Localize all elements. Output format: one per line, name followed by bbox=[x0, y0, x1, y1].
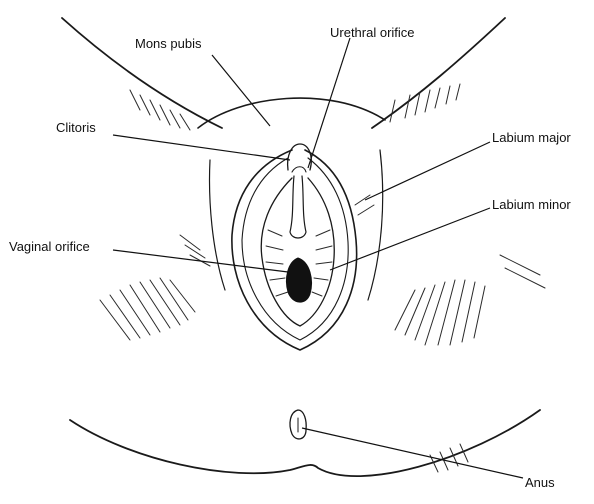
urethral-orifice-label: Urethral orifice bbox=[330, 26, 415, 39]
leader-lines bbox=[113, 38, 523, 478]
vaginal-orifice-shape bbox=[286, 258, 311, 302]
vaginal-orifice-label: Vaginal orifice bbox=[9, 240, 90, 253]
body-outline bbox=[62, 18, 540, 476]
thigh-hatching-left bbox=[100, 90, 210, 340]
anus-shape bbox=[290, 410, 306, 439]
labia-minora bbox=[261, 178, 334, 326]
labium-major-label: Labium major bbox=[492, 131, 571, 144]
mons-pubis-label: Mons pubis bbox=[135, 37, 201, 50]
clitoris-label: Clitoris bbox=[56, 121, 96, 134]
anus-label: Anus bbox=[525, 476, 555, 489]
labium-minor-label: Labium minor bbox=[492, 198, 571, 211]
